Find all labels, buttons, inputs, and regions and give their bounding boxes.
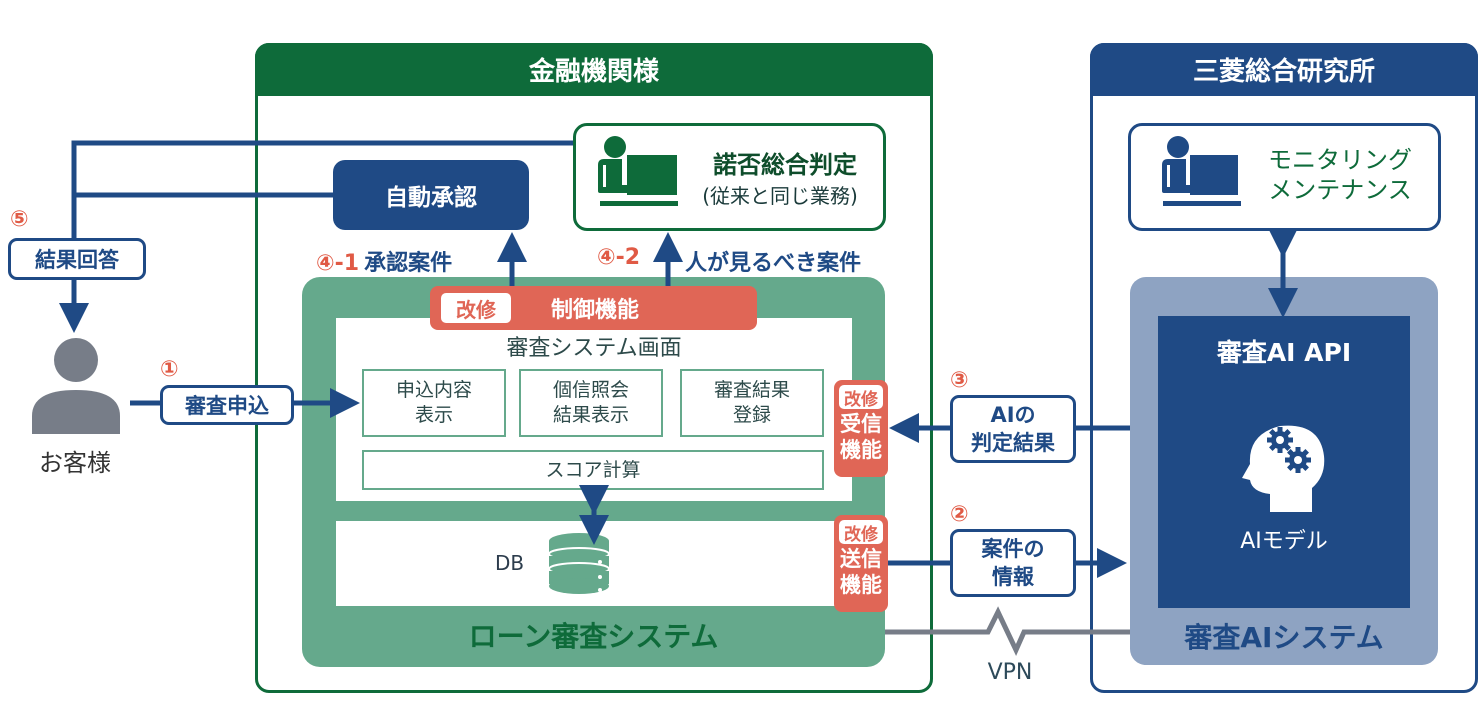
financial-institution-header: 金融機関様 xyxy=(255,43,933,96)
step-1-application-label: 審査申込 xyxy=(160,385,294,425)
function-line1: 個信照会 xyxy=(552,379,629,401)
receive-line2: 機能 xyxy=(840,438,882,462)
step-4-1-label: 承認案件 xyxy=(364,251,453,276)
step-3-ai-result-label: AIの 判定結果 xyxy=(950,395,1076,463)
operator-at-computer-icon xyxy=(594,135,682,210)
receive-line1: 受信 xyxy=(840,412,882,436)
step-5-number: ⑤ xyxy=(10,207,29,232)
function-box-credit-inquiry: 個信照会 結果表示 xyxy=(519,369,663,437)
send-line2: 機能 xyxy=(840,573,882,597)
ai-model-label: AIモデル xyxy=(1240,529,1328,554)
customer-label: お客様 xyxy=(39,449,111,477)
step-2-number: ② xyxy=(950,502,969,527)
operator-at-computer-icon xyxy=(1160,135,1242,210)
step-4-1-number: ④-1 xyxy=(316,251,360,276)
review-ai-api-title: 審査AI API xyxy=(1216,338,1352,367)
send-function-box: 改修 送信 機能 xyxy=(834,515,888,612)
step-1-number: ① xyxy=(160,357,179,382)
function-box-result-registration: 審査結果 登録 xyxy=(680,369,824,437)
step-4-2-label: 人が見るべき案件 xyxy=(685,251,862,276)
step-4-2-number: ④-2 xyxy=(597,245,641,270)
monitoring-line1: モニタリング xyxy=(1268,146,1412,174)
function-line1: 申込内容 xyxy=(395,379,472,401)
monitoring-line2: メンテナンス xyxy=(1268,176,1412,204)
head-gears-icon xyxy=(1240,412,1330,512)
decision-title: 諾否総合判定 xyxy=(713,151,857,179)
monitoring-label: モニタリング メンテナンス xyxy=(1250,145,1430,205)
review-screen-title: 審査システム画面 xyxy=(506,336,682,361)
send-line1: 送信 xyxy=(840,547,882,571)
modification-tag: 改修 xyxy=(839,520,883,545)
loan-review-system-title: ローン審査システム xyxy=(468,620,719,653)
auto-approve-box: 自動承認 xyxy=(333,160,529,230)
decision-subtitle: (従来と同じ業務) xyxy=(702,184,858,208)
step-3-number: ③ xyxy=(950,368,969,393)
score-calculation-box: スコア計算 xyxy=(362,450,824,490)
modification-tag: 改修 xyxy=(839,385,883,410)
step-4-2-number-wrap: ④-2 xyxy=(597,245,640,270)
function-line2: 結果表示 xyxy=(552,404,629,426)
control-function-label: 制御機能 xyxy=(550,298,639,323)
function-box-application-display: 申込内容 表示 xyxy=(362,369,506,437)
step-3-line1: AIの xyxy=(990,403,1036,427)
decision-box xyxy=(573,123,886,231)
function-line2: 表示 xyxy=(414,404,453,426)
review-ai-system-title: 審査AIシステム xyxy=(1184,621,1384,654)
receive-function-box: 改修 受信 機能 xyxy=(834,380,888,477)
step-2-line2: 情報 xyxy=(992,565,1034,589)
mri-header: 三菱総合研究所 xyxy=(1090,43,1478,96)
vpn-label: VPN xyxy=(987,660,1033,685)
step-2-case-info-label: 案件の 情報 xyxy=(950,529,1076,597)
step-3-line2: 判定結果 xyxy=(971,431,1055,455)
step-5-result-label: 結果回答 xyxy=(8,238,146,280)
db-label: DB xyxy=(495,551,525,575)
modification-tag: 改修 xyxy=(441,293,511,323)
function-line1: 審査結果 xyxy=(713,379,790,401)
database-icon xyxy=(548,532,610,596)
function-line2: 登録 xyxy=(732,404,771,426)
step-4-1-caption: ④-1 承認案件 xyxy=(316,245,452,277)
person-icon xyxy=(30,338,122,438)
step-2-line1: 案件の xyxy=(981,537,1045,561)
